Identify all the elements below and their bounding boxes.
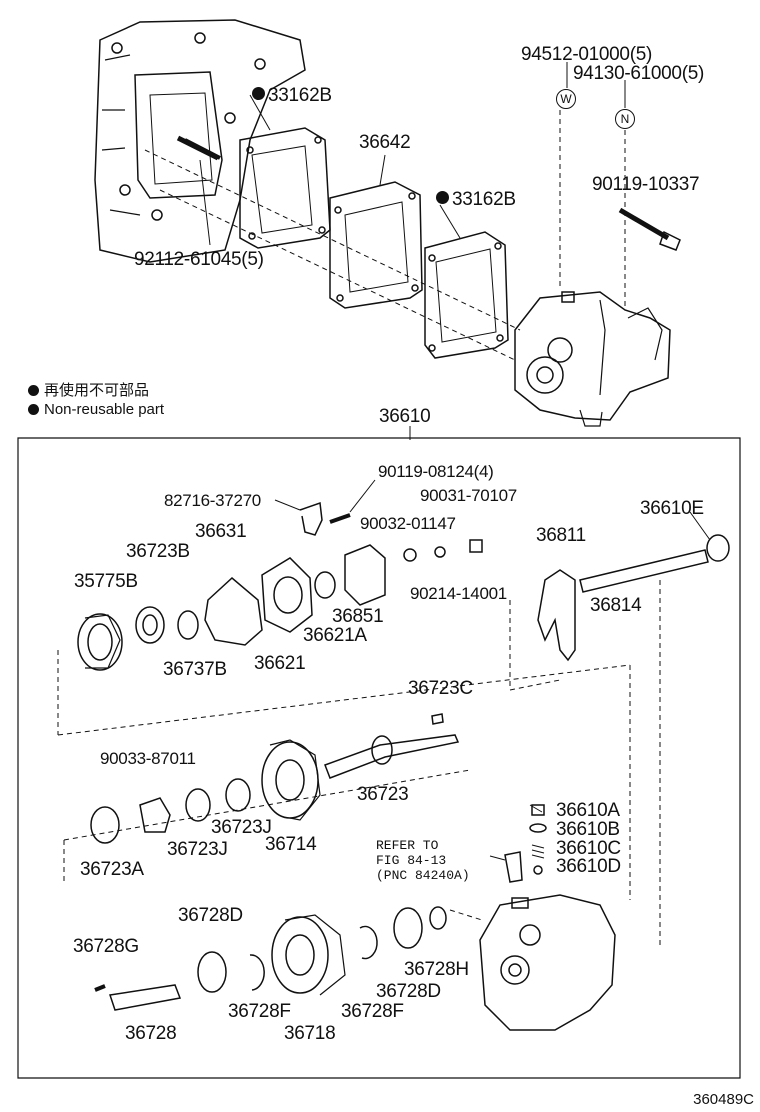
part-label-36723[interactable]: 36723 — [357, 784, 409, 805]
part-label-36728d-bot[interactable]: 36728D — [376, 981, 441, 1002]
part-label-36728f-b[interactable]: 36728F — [341, 1001, 404, 1022]
part-label-36621a[interactable]: 36621A — [303, 625, 367, 646]
part-label-36621[interactable]: 36621 — [254, 653, 306, 674]
illustration-code: 360489C — [693, 1091, 754, 1108]
part-label-36723j-b[interactable]: 36723J — [167, 839, 228, 860]
bolt-90119-08124 — [329, 513, 351, 524]
bullet-icon — [28, 404, 39, 415]
cover-36851 — [344, 544, 386, 606]
plate-36642 — [329, 181, 423, 309]
washer-90214 — [434, 546, 446, 558]
gear-36718 — [271, 914, 346, 996]
part-label-92112[interactable]: 92112-61045(5) — [134, 249, 264, 270]
shaft-36723 — [324, 734, 460, 779]
bearing-36723j-a — [225, 778, 251, 812]
part-label-36728d-top[interactable]: 36728D — [178, 905, 243, 926]
snapring-36728f-a — [249, 954, 265, 991]
part-label-90119-08124[interactable]: 90119-08124(4) — [378, 462, 494, 481]
assembly-lines-lower — [57, 580, 661, 945]
marker-n-circle: N — [615, 109, 635, 129]
leaders-lower — [274, 479, 711, 861]
part-label-33162b-top[interactable]: 33162B — [252, 86, 332, 105]
non-reusable-dot-icon — [436, 191, 449, 204]
gasket-33162b-top — [239, 127, 331, 249]
part-label-36610[interactable]: 36610 — [379, 406, 431, 427]
pin-36728g — [94, 984, 106, 992]
spacer-90033 — [139, 797, 171, 833]
part-label-36718[interactable]: 36718 — [284, 1023, 336, 1044]
gasket-33162b-mid — [424, 231, 509, 359]
bracket-82716 — [299, 501, 323, 536]
part-label-36728[interactable]: 36728 — [125, 1023, 177, 1044]
plug-assembly-36610 — [529, 804, 547, 875]
part-label-90032[interactable]: 90032-01147 — [360, 514, 456, 533]
part-label-90033[interactable]: 90033-87011 — [100, 749, 196, 768]
part-label-36610c[interactable]: 36610C — [556, 838, 621, 859]
part-label-94130[interactable]: 94130-61000(5) — [573, 63, 705, 84]
pto-housing-top — [514, 291, 671, 427]
part-label-90119-10337[interactable]: 90119-10337 — [592, 174, 700, 195]
part-label-36642[interactable]: 36642 — [359, 132, 411, 153]
bearing-36728d-b — [393, 907, 423, 949]
seal-36621a — [314, 571, 336, 599]
refer-note: REFER TO FIG 84-13 (PNC 84240A) — [376, 838, 470, 883]
pto-housing-bottom — [479, 894, 616, 1031]
non-reusable-dot-icon — [252, 87, 265, 100]
snapring-36728f-b — [359, 925, 378, 960]
stud-92112 — [176, 135, 220, 161]
bullet-icon — [28, 385, 39, 396]
group-36610-frame — [17, 437, 741, 1079]
washer-90032 — [403, 548, 417, 562]
seal-36610e — [706, 534, 730, 562]
part-label-94512[interactable]: 94512-01000(5) — [521, 44, 653, 65]
retainer-36621 — [261, 557, 313, 633]
part-label-36610b[interactable]: 36610B — [556, 819, 620, 840]
part-label-36814[interactable]: 36814 — [590, 595, 642, 616]
bearing-36723j-b — [185, 788, 211, 822]
part-label-90031[interactable]: 90031-70107 — [420, 486, 517, 505]
part-label-36723c[interactable]: 36723C — [408, 678, 473, 699]
legend-en: Non-reusable part — [28, 401, 164, 419]
shim-36737b — [177, 610, 199, 640]
part-label-36610d[interactable]: 36610D — [556, 856, 621, 877]
bolt-90119-10337 — [618, 207, 681, 251]
part-label-36723b[interactable]: 36723B — [126, 541, 190, 562]
gear-36714 — [261, 739, 321, 821]
legend-jp: 再使用不可部品 — [28, 382, 149, 400]
shaft-36814 — [579, 549, 709, 593]
part-label-36728f-a[interactable]: 36728F — [228, 1001, 291, 1022]
bearing-36723a — [90, 806, 120, 844]
part-label-36728g[interactable]: 36728G — [73, 936, 139, 957]
marker-w-circle: W — [556, 89, 576, 109]
shim-36728h — [429, 906, 447, 930]
assembly-lines-top — [144, 110, 626, 361]
part-label-36728h[interactable]: 36728H — [404, 959, 469, 980]
part-label-35775b[interactable]: 35775B — [74, 571, 138, 592]
fork-36811 — [537, 569, 576, 662]
part-label-36610e[interactable]: 36610E — [640, 498, 704, 519]
transmission-case — [94, 19, 306, 263]
leaders-top — [199, 62, 626, 440]
nut-90031 — [469, 539, 483, 553]
part-label-36811[interactable]: 36811 — [536, 525, 586, 546]
part-label-36610a[interactable]: 36610A — [556, 800, 620, 821]
part-label-90214[interactable]: 90214-14001 — [410, 584, 507, 603]
gasket-36631 — [204, 577, 263, 646]
seal-35775b — [77, 613, 123, 671]
part-label-82716[interactable]: 82716-37270 — [164, 491, 261, 510]
part-label-36631[interactable]: 36631 — [195, 521, 247, 542]
bolt-ref-84240a — [504, 851, 523, 883]
part-label-36737b[interactable]: 36737B — [163, 659, 227, 680]
key-36723c — [431, 713, 444, 725]
part-label-36851[interactable]: 36851 — [332, 606, 384, 627]
part-label-36723j-a[interactable]: 36723J — [211, 817, 272, 838]
part-label-36714[interactable]: 36714 — [265, 834, 317, 855]
part-label-36723a[interactable]: 36723A — [80, 859, 144, 880]
bearing-36728d-a — [197, 951, 227, 993]
shaft-36728 — [109, 984, 182, 1011]
part-label-33162b-mid[interactable]: 33162B — [436, 190, 516, 209]
bearing-36723b — [135, 606, 165, 644]
